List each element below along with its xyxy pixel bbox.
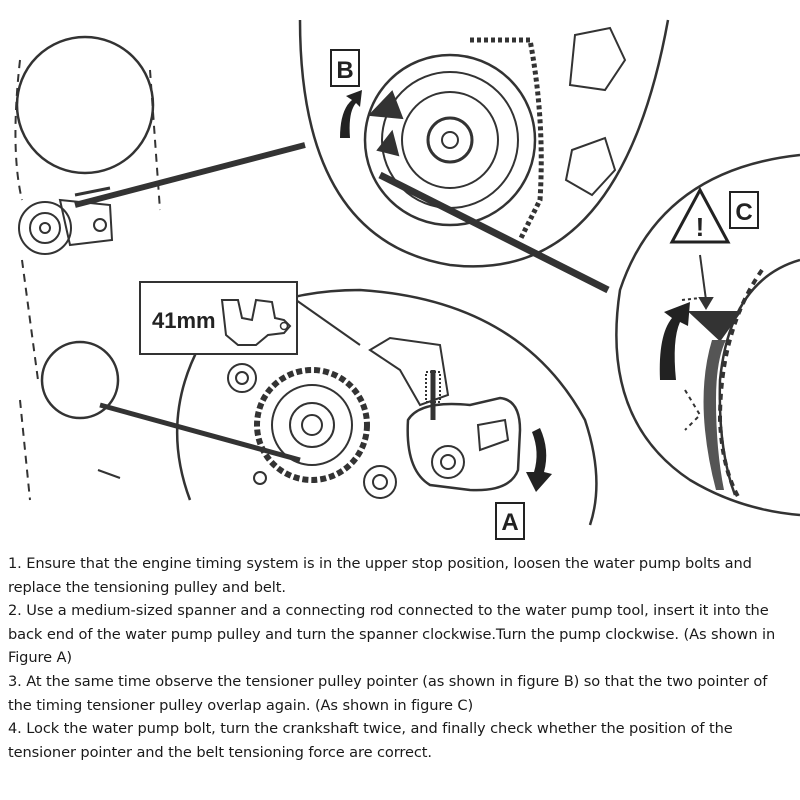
- label-a-box: [495, 502, 525, 540]
- label-c: C: [735, 199, 752, 226]
- rotation-arrow-icon: [526, 428, 552, 492]
- detail-c-pointer: [615, 153, 800, 517]
- label-c-box: [729, 191, 759, 229]
- engine-overview-sketch: [14, 35, 306, 501]
- warning-triangle-icon: !: [669, 186, 731, 244]
- detail-b-tensioner: [298, 19, 670, 294]
- instructions-text: 1. Ensure that the engine timing system …: [8, 552, 794, 764]
- svg-text:!: !: [696, 212, 705, 242]
- rotation-arrow-icon: [340, 90, 362, 138]
- spanner-callout: 41mm: [139, 281, 298, 355]
- rotation-arrow-icon: [659, 302, 690, 380]
- instruction-step-3: 3. At the same time observe the tensione…: [8, 672, 768, 714]
- label-a: A: [501, 509, 518, 536]
- instruction-step-1: 1. Ensure that the engine timing system …: [8, 555, 752, 596]
- instruction-step-4: 4. Lock the water pump bolt, turn the cr…: [8, 720, 733, 761]
- label-b-box: [330, 49, 360, 87]
- instruction-step-2: 2. Use a medium-sized spanner and a conn…: [8, 602, 776, 667]
- spanner-size-label: 41mm: [152, 308, 216, 333]
- label-b: B: [336, 57, 353, 84]
- timing-belt-diagram: B ! C: [14, 19, 800, 540]
